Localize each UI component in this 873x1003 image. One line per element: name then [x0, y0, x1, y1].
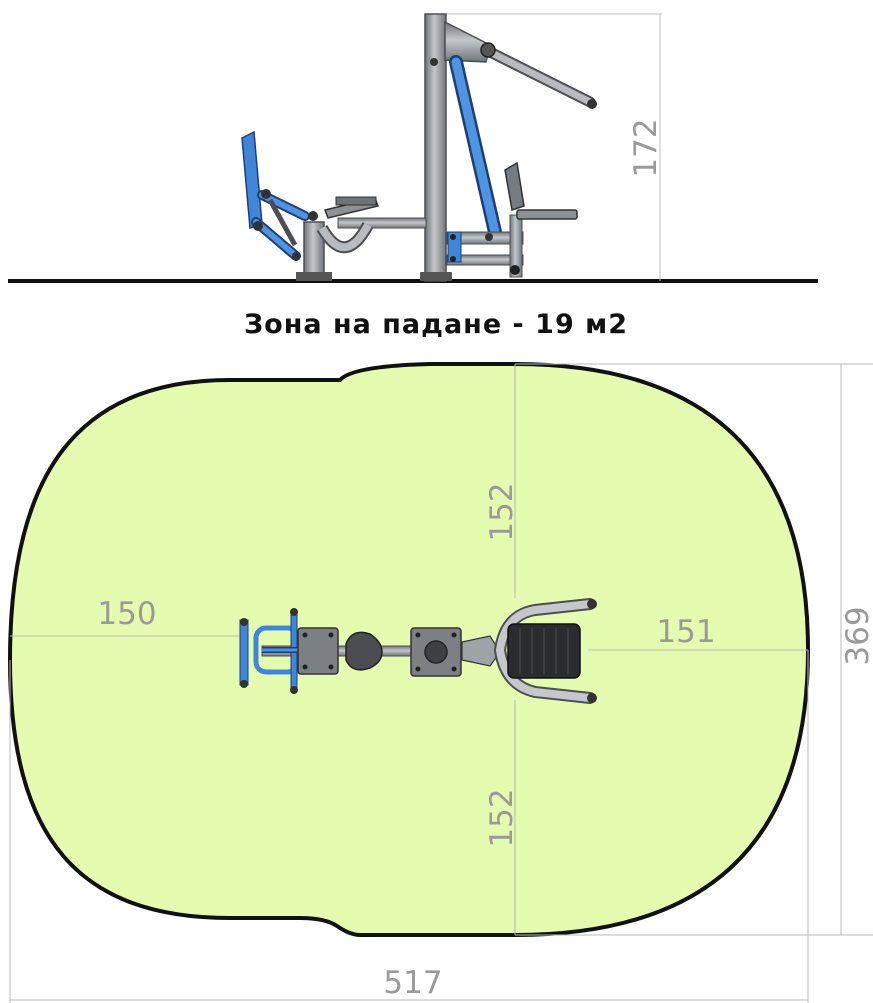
- equipment-top-view: [239, 598, 597, 704]
- total-width-label: 517: [383, 965, 442, 1001]
- right-distance-label: 151: [656, 614, 715, 650]
- plan-view: 152 152 150 151 369 517: [7, 362, 873, 1003]
- upper-pull-arm: [480, 42, 597, 109]
- fall-zone-title: Зона на падане - 19 м2: [244, 309, 628, 340]
- bottom-distance-label: 152: [484, 788, 520, 847]
- height-dimension: 172: [440, 13, 664, 281]
- plan-dimension-lines: [9, 363, 873, 1003]
- blue-strut: [449, 55, 502, 239]
- right-seat-station: [446, 161, 578, 278]
- connecting-beam: [337, 217, 427, 229]
- side-elevation-view: 172: [8, 13, 818, 340]
- total-height-label: 369: [840, 606, 873, 665]
- left-distance-label: 150: [97, 596, 156, 632]
- left-leg-press-station: [241, 130, 380, 281]
- height-dimension-label: 172: [628, 118, 664, 177]
- main-post: [420, 13, 491, 282]
- top-distance-label: 152: [484, 482, 520, 541]
